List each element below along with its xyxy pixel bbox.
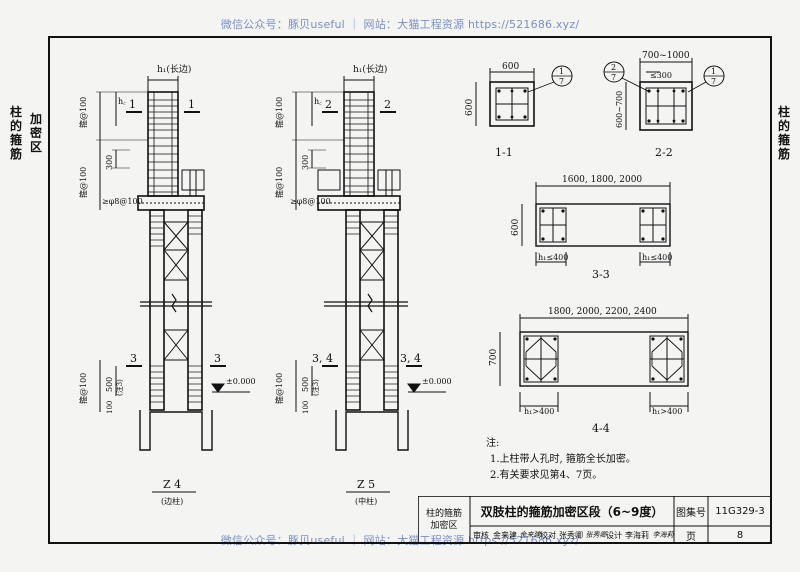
- column-z5: [292, 76, 446, 451]
- note-1: 1.上柱带人孔时, 箍筋全长加密。: [490, 452, 636, 465]
- sec44-h1: h₁>400: [524, 407, 554, 416]
- z5-note3: (注3): [311, 379, 320, 396]
- sec22-ref-b-den: 7: [711, 77, 716, 86]
- sec11-label: 1-1: [495, 146, 513, 159]
- sec33-dim: 1600, 1800, 2000: [562, 175, 642, 185]
- sec22-label: 2-2: [655, 146, 673, 159]
- tb-page-no: 8: [736, 529, 744, 541]
- z5-dim300: 300: [301, 155, 310, 170]
- sec33-h1: h₁≤400: [538, 253, 568, 262]
- z4-rebar: ≥φ8@100: [102, 197, 143, 206]
- z4-dim500: 500: [105, 377, 114, 392]
- column-z4: [96, 76, 250, 451]
- z5-marker-top-l: 2: [325, 98, 332, 111]
- z5-marker-bot-r: 3, 4: [400, 352, 421, 365]
- sec33-label: 3-3: [592, 268, 610, 281]
- side-tab-left-1: 柱的箍筋: [10, 105, 23, 161]
- z4-marker-bot-l: 3: [130, 352, 137, 365]
- z5-stirrup1: 箍@100: [274, 97, 284, 128]
- drawing-frame: [48, 36, 772, 544]
- sec33-side: 600: [511, 219, 521, 236]
- tb-checker-sig: 张秀卿: [585, 531, 607, 539]
- sec11-side: 600: [465, 99, 475, 116]
- z5-marker-bot-l: 3, 4: [312, 352, 333, 365]
- sec44-side: 700: [489, 349, 499, 366]
- z5-marker-top-r: 2: [384, 98, 391, 111]
- section-3-3: [521, 182, 671, 266]
- tb-page-label: 页: [686, 531, 696, 543]
- z5-title: Z 5: [357, 478, 375, 491]
- z5-stirrup3: 箍@100: [274, 373, 284, 404]
- sec44-label: 4-4: [592, 422, 610, 435]
- sec11-ref-num: 1: [559, 67, 564, 76]
- title-block: 柱的箍筋 加密区 双肢柱的箍筋加密区段（6~9度） 图集号 11G329-3 审…: [418, 496, 772, 544]
- tb-checker: 张秀卿: [559, 530, 583, 540]
- section-1-1: [475, 65, 573, 127]
- z5-elev: ±0.000: [422, 377, 452, 386]
- tb-check: 校对: [540, 530, 556, 540]
- title-block-lines: [418, 496, 772, 544]
- tb-review: 审核: [473, 530, 489, 540]
- z4-note3: (注3): [115, 379, 124, 396]
- z4-stirrup3: 箍@100: [78, 373, 88, 404]
- section-2-2: [603, 58, 725, 131]
- z4-dim300: 300: [105, 155, 114, 170]
- side-tab-right: 柱的箍筋: [778, 105, 791, 161]
- sec11-ref-den: 7: [559, 77, 564, 86]
- tb-designer: 李海莉: [625, 530, 649, 540]
- sec33-h2: h₁≤400: [642, 253, 672, 262]
- z4-hc: h꜀: [118, 97, 126, 106]
- z4-marker-top-l: 1: [129, 98, 136, 111]
- z5-hc: h꜀: [314, 97, 322, 106]
- sec22-dim-small: ≤300: [650, 71, 672, 80]
- tb-designer-sig: 李海莉: [652, 531, 674, 539]
- sec44-dim: 1800, 2000, 2200, 2400: [548, 307, 657, 317]
- tb-left-label: 柱的箍筋 加密区: [425, 509, 462, 531]
- tb-reviewer: 金来建: [493, 530, 517, 540]
- sec44-h2: h₁>400: [652, 407, 682, 416]
- z4-dim100: 100: [106, 401, 114, 414]
- tb-atlas-label: 图集号: [676, 507, 706, 519]
- sec22-ref-b-num: 1: [711, 67, 716, 76]
- sec11-dim: 600: [502, 62, 519, 72]
- sec22-dim-top: 700~1000: [642, 51, 690, 61]
- z4-sub: (边柱): [161, 496, 183, 506]
- sec22-ref-a-num: 2: [611, 63, 616, 72]
- z4-title: Z 4: [163, 478, 181, 491]
- sec22-ref-a-den: 7: [611, 73, 616, 82]
- z4-top-dim: h₁(长边): [157, 63, 191, 75]
- z5-stirrup2: 箍@100: [274, 167, 284, 198]
- tb-design: 设计: [606, 530, 622, 540]
- z5-sub: (中柱): [355, 496, 377, 506]
- sec22-side: 600~700: [615, 91, 624, 128]
- tb-reviewer-sig: 金来建: [519, 531, 541, 539]
- z5-dim100: 100: [302, 401, 310, 414]
- z4-stirrup2: 箍@100: [78, 167, 88, 198]
- watermark-top: 微信公众号：豚贝useful ｜ 网站：大猫工程资源 https://52168…: [220, 18, 580, 31]
- z5-top-dim: h₁(长边): [353, 63, 387, 75]
- notes-title: 注:: [486, 436, 499, 449]
- z4-stirrup1: 箍@100: [78, 97, 88, 128]
- z5-rebar: ≥φ8@100: [290, 197, 331, 206]
- section-4-4: [499, 314, 689, 412]
- side-tab-left-2: 加密区: [30, 112, 43, 154]
- tb-main-title: 双肢柱的箍筋加密区段（6~9度）: [480, 504, 664, 519]
- z4-marker-top-r: 1: [188, 98, 195, 111]
- z4-elev: ±0.000: [226, 377, 256, 386]
- note-2: 2.有关要求见第4、7页。: [490, 468, 602, 481]
- tb-atlas-no: 11G329-3: [715, 505, 765, 517]
- z4-marker-bot-r: 3: [214, 352, 221, 365]
- z5-dim500: 500: [301, 377, 310, 392]
